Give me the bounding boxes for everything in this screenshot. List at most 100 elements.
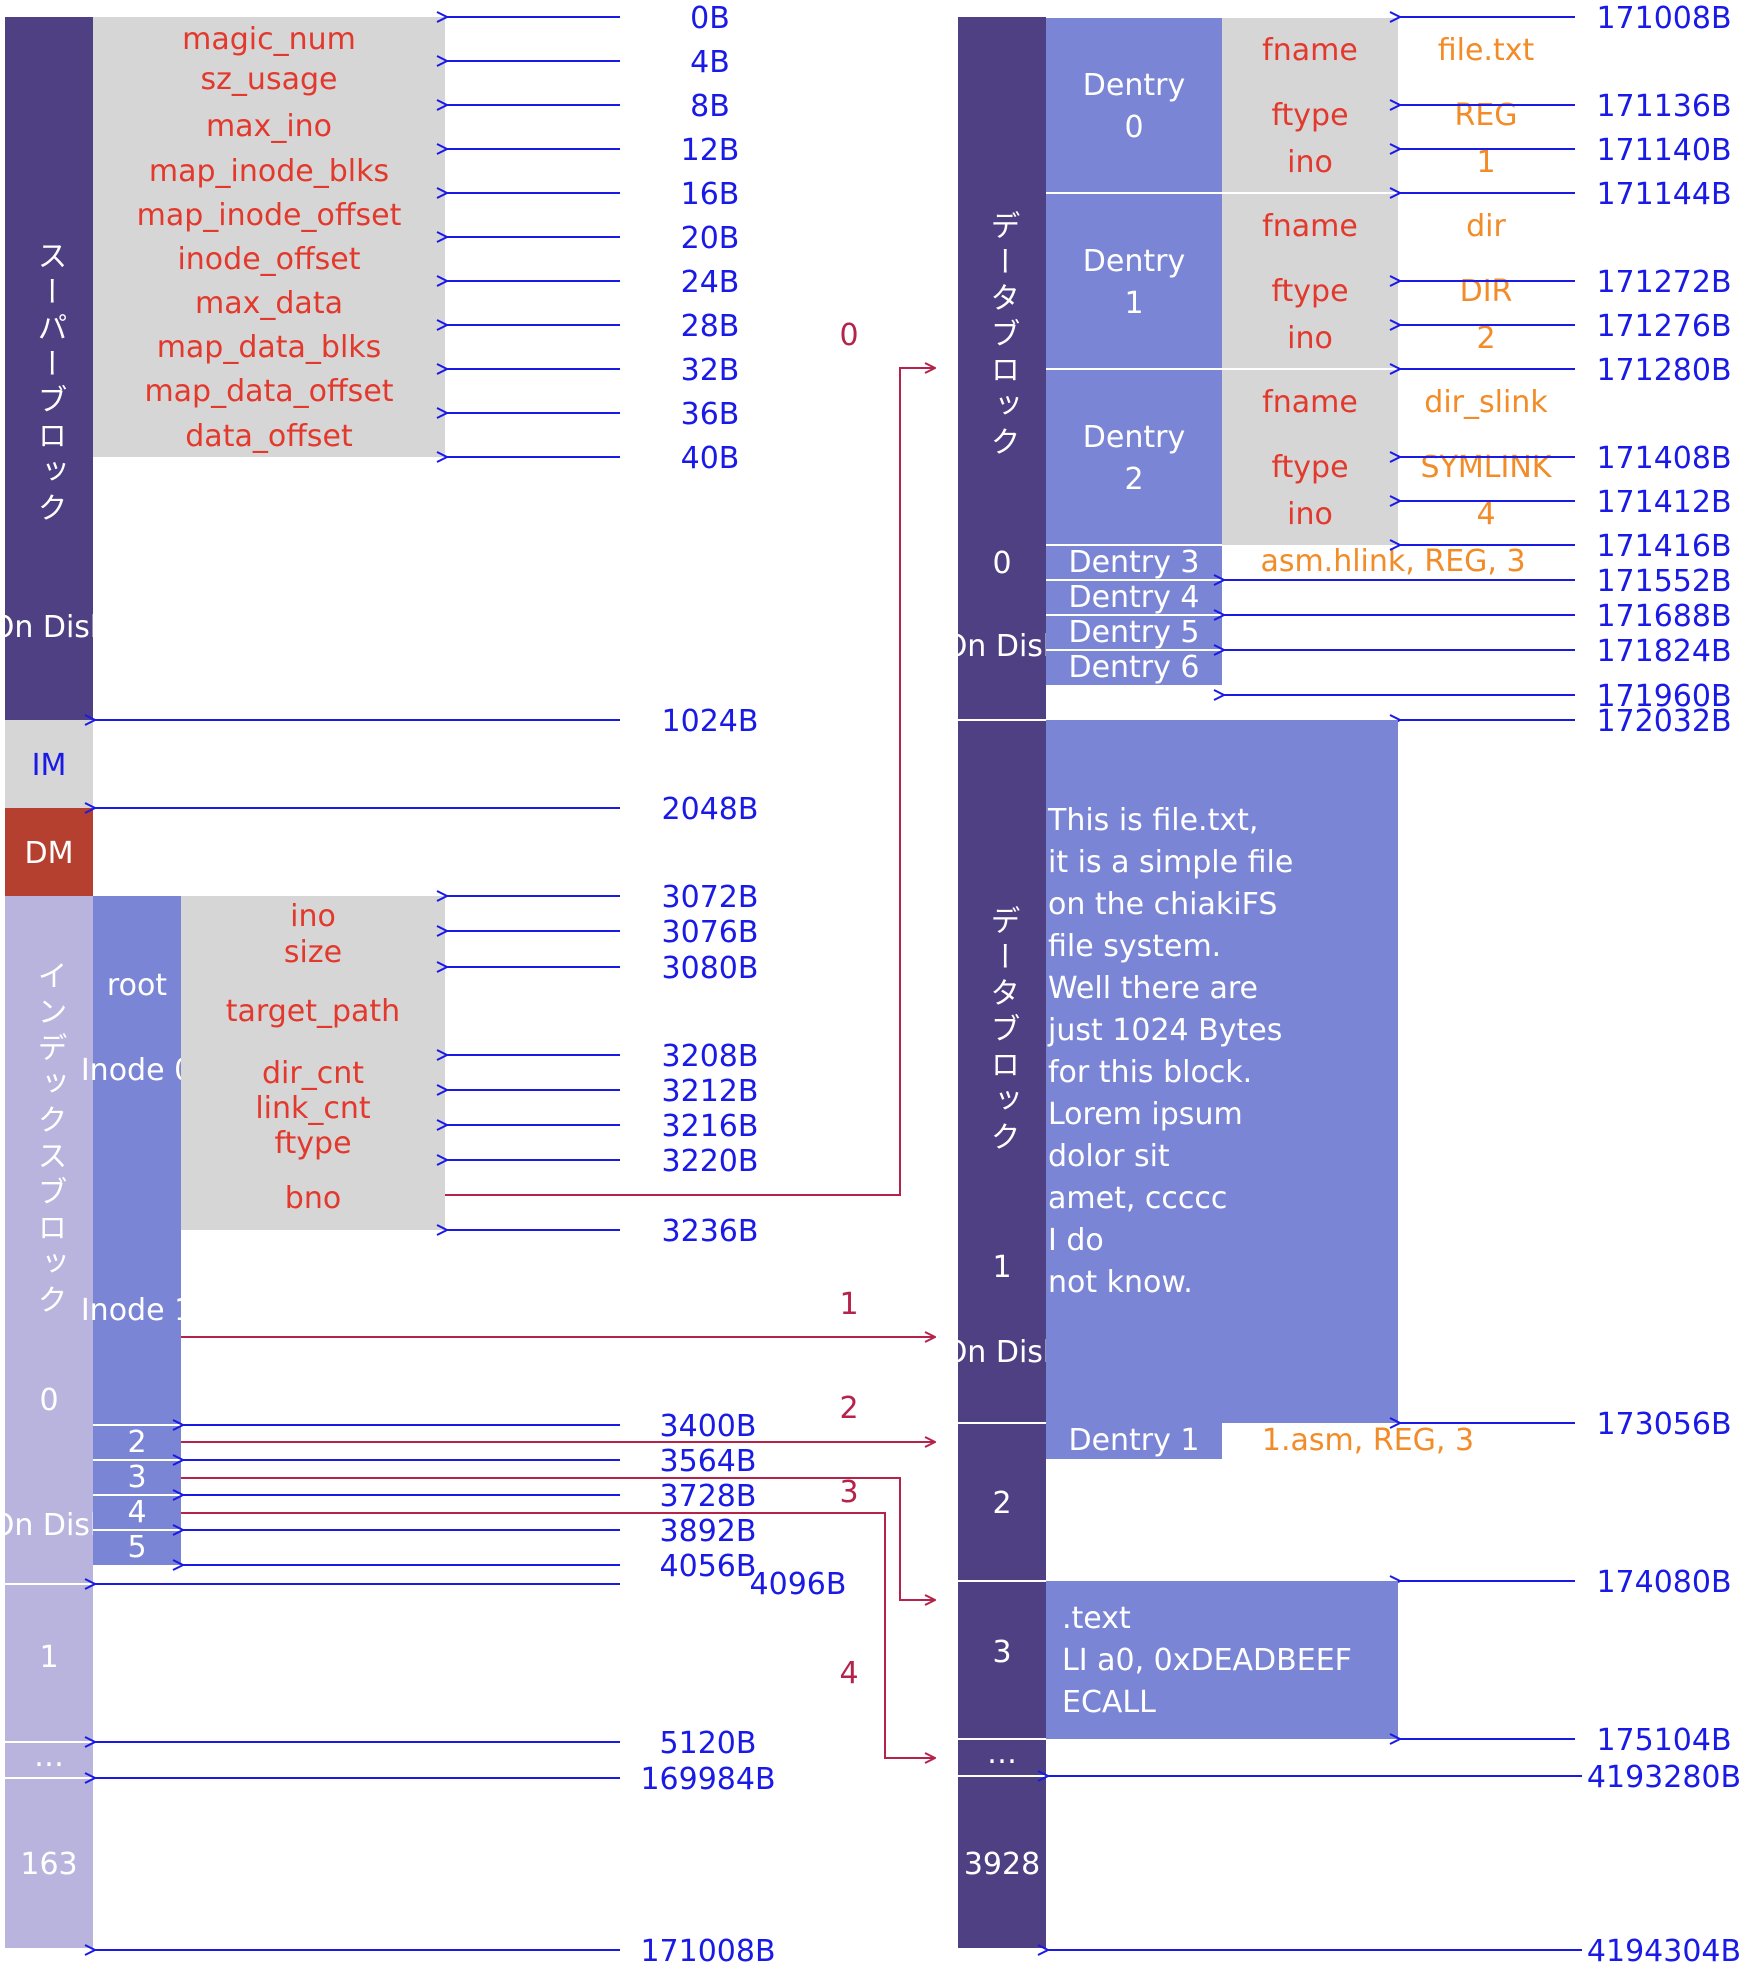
superblock-field: magic_num: [182, 22, 356, 57]
small-inode: [93, 1460, 181, 1495]
offset-label: 171272B: [1596, 265, 1731, 300]
file-content-line: Lorem ipsum: [1048, 1097, 1243, 1132]
offset-4096: 4096B: [750, 1567, 847, 1602]
inode-fields-box: [181, 896, 445, 1230]
pointer-label-2: 2: [839, 1391, 858, 1426]
data-block-2-dentry-label: Dentry 1: [1068, 1423, 1199, 1458]
asm-content-line: .text: [1062, 1601, 1131, 1636]
data-block-0-on-disk: On Disk: [944, 629, 1061, 664]
dentry-field-value: REG: [1454, 98, 1517, 133]
offset-label: 171408B: [1596, 441, 1731, 476]
file-content-line: on the chiakiFS: [1048, 887, 1277, 922]
offset-173056: 173056B: [1596, 1407, 1731, 1442]
dentry-field-value: 2: [1476, 321, 1495, 356]
file-content-line: just 1024 Bytes: [1047, 1013, 1282, 1048]
offset-169984: 169984B: [640, 1762, 775, 1797]
offset-4193280: 4193280B: [1587, 1760, 1741, 1795]
asm-content-line: LI a0, 0xDEADBEEF: [1062, 1643, 1352, 1678]
index-block-163: [5, 1778, 93, 1948]
offset-2048: 2048B: [662, 792, 759, 827]
dentry-box: [1046, 17, 1222, 193]
offset-4194304: 4194304B: [1587, 1934, 1741, 1966]
small-dentry: [1046, 615, 1222, 650]
dentry-field-name: ftype: [1271, 450, 1348, 485]
offset-label: 20B: [681, 221, 740, 256]
data-block-0: [958, 17, 1046, 720]
small-inode: [93, 1530, 181, 1565]
index-block-ellipsis-label: …: [34, 1739, 64, 1774]
small-inode: [93, 1495, 181, 1530]
offset-label: 3220B: [662, 1144, 759, 1179]
small-inode-label: 2: [127, 1425, 146, 1460]
offset-label: 171552B: [1596, 564, 1731, 599]
superblock-field: max_ino: [206, 109, 332, 144]
dentry-fields-box: [1222, 193, 1398, 369]
dentry-title: Dentry: [1083, 420, 1185, 455]
data-block-1-number: 1: [992, 1250, 1011, 1285]
data-block-3928-label: 3928: [964, 1847, 1040, 1882]
inode-bitmap: [5, 720, 93, 808]
offset-label: 28B: [681, 309, 740, 344]
inode-field: bno: [285, 1181, 341, 1216]
inode-pointers: 0 1 2 3 4: [181, 318, 935, 1758]
offset-5120: 5120B: [660, 1726, 757, 1761]
pointer-label-0: 0: [839, 318, 858, 353]
small-dentry-label: Dentry 5: [1068, 615, 1199, 650]
offset-175104: 175104B: [1596, 1723, 1731, 1758]
inode-1: [93, 1230, 181, 1425]
small-dentry: [1046, 580, 1222, 615]
data-block-0-offsets: 171008B171136B171140B171144B171272B17127…: [1224, 1, 1732, 739]
superblock-field: map_data_offset: [144, 374, 393, 409]
dentry-field-name: ftype: [1271, 274, 1348, 309]
offset-label: 171280B: [1596, 353, 1731, 388]
file-content-line: amet, ccccc: [1048, 1181, 1227, 1216]
superblock-label: スーパーブロック: [32, 240, 67, 528]
offset-label: 3076B: [662, 915, 759, 950]
inode-field: ino: [290, 899, 336, 934]
offset-label: 171276B: [1596, 309, 1731, 344]
dentry-3-value: asm.hlink, REG, 3: [1260, 544, 1525, 579]
offset-label: 3216B: [662, 1109, 759, 1144]
dentry-box: [1046, 369, 1222, 545]
dentry-field-value: 4: [1476, 497, 1495, 532]
data-block-ellipsis-label: …: [987, 1736, 1017, 1771]
inode-0-root: root: [107, 968, 167, 1003]
inode-0-label: Inode 0: [81, 1053, 193, 1088]
inode-0: [93, 896, 181, 1230]
offset-label: 171144B: [1596, 177, 1731, 212]
inode-field: dir_cnt: [262, 1056, 364, 1091]
index-block-number: 0: [39, 1383, 58, 1418]
inode-field: target_path: [226, 994, 400, 1029]
offset-label: 0B: [690, 1, 730, 36]
offset-label: 171688B: [1596, 599, 1731, 634]
dentry-field-value: dir_slink: [1424, 385, 1548, 420]
offset-label: 172032B: [1596, 704, 1731, 739]
dentry-field-name: fname: [1262, 385, 1358, 420]
offset-label: 3400B: [660, 1409, 757, 1444]
file-content-line: This is file.txt,: [1047, 803, 1258, 838]
offset-label: 171960B: [1596, 679, 1731, 714]
small-dentry: [1046, 545, 1222, 580]
offset-label: 16B: [681, 177, 740, 212]
asm-content-text: .text LI a0, 0xDEADBEEF ECALL: [1062, 1601, 1352, 1720]
index-block-ellipsis: [5, 1742, 93, 1778]
file-content-line: it is a simple file: [1048, 845, 1293, 880]
small-dentry-label: Dentry 3: [1068, 545, 1199, 580]
pointer-label-1: 1: [839, 1287, 858, 1322]
offset-label: 171140B: [1596, 133, 1731, 168]
dentry-field-name: fname: [1262, 33, 1358, 68]
index-block-1-label: 1: [39, 1640, 58, 1675]
pointer-label-4: 4: [839, 1656, 858, 1691]
offset-label: 3072B: [662, 880, 759, 915]
asm-content-line: ECALL: [1062, 1685, 1156, 1720]
data-block-3: [958, 1581, 1046, 1739]
dentry-field-name: ino: [1287, 145, 1333, 180]
dentry-title: Dentry: [1083, 68, 1185, 103]
dentry-number: 0: [1124, 110, 1143, 145]
dentry-field-value: file.txt: [1438, 33, 1535, 68]
file-content-text: This is file.txt, it is a simple file on t…: [1047, 803, 1293, 1300]
